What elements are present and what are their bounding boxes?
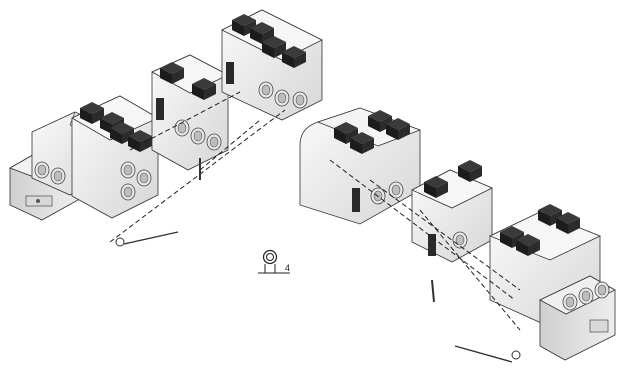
- module-left-2: [151, 54, 229, 171]
- hex-key-icon: [115, 231, 179, 247]
- torque-value-label: 4: [285, 263, 290, 273]
- torque-wrench-icon: 4: [258, 249, 290, 274]
- base-right: [539, 275, 616, 361]
- left-assembly: [9, 9, 323, 247]
- hex-key-icon-right: [454, 345, 521, 363]
- module-right-2: [411, 160, 493, 263]
- right-assembly: [299, 107, 616, 363]
- module-left-1: [71, 95, 159, 219]
- module-right-1: [299, 107, 422, 225]
- module-left-3: [221, 9, 323, 121]
